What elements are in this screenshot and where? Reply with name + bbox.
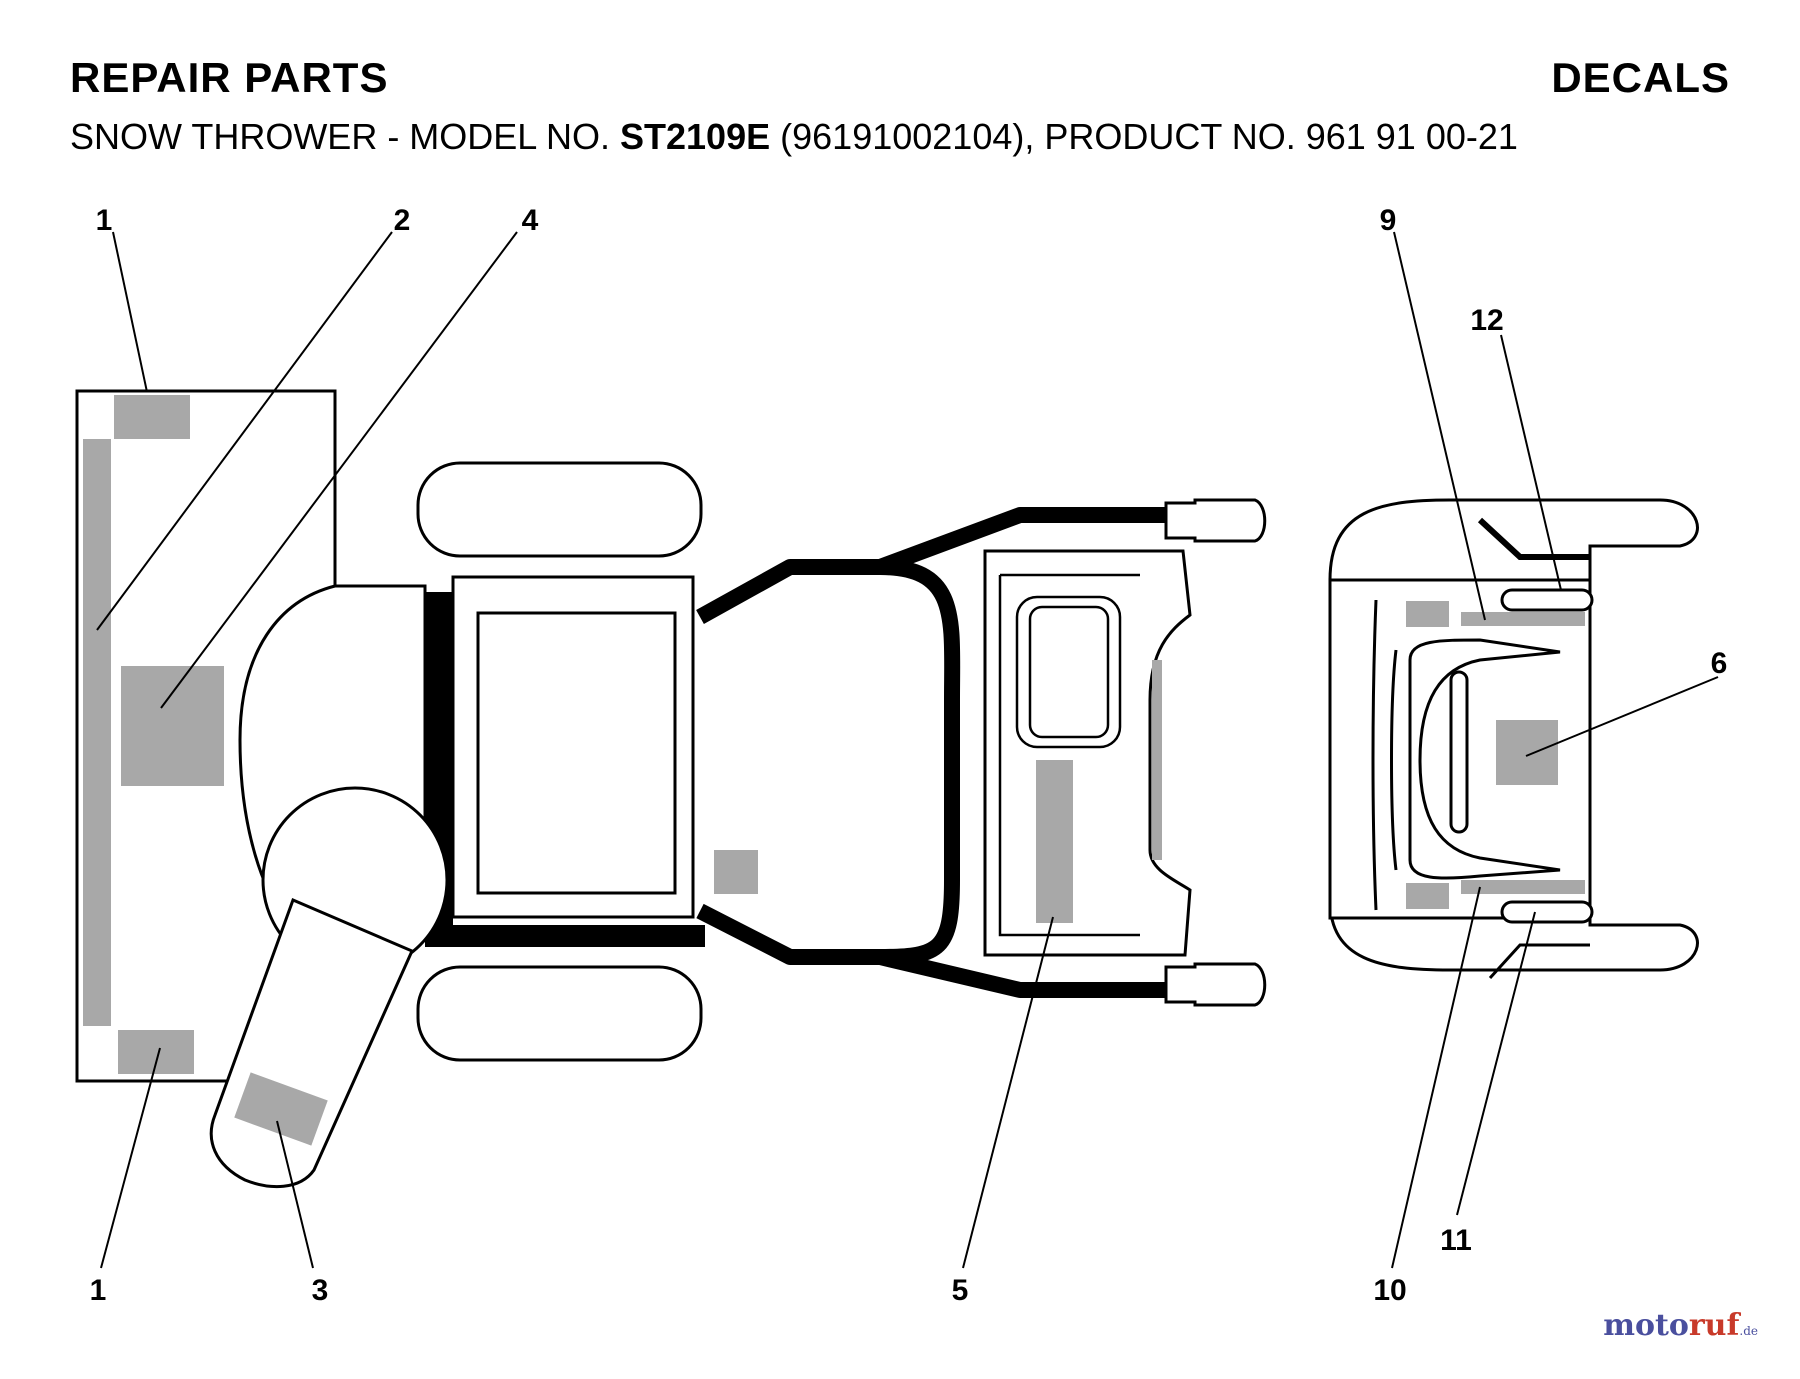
decal-10 — [1461, 880, 1585, 894]
decal-engine-side — [714, 850, 758, 894]
decal-3 — [234, 1072, 328, 1146]
engine-box-inner — [476, 611, 677, 895]
decal-1-bottom — [118, 1030, 194, 1074]
wheel-bottom — [416, 965, 703, 1062]
model-number: ST2109E — [620, 116, 771, 157]
rear-decals — [1406, 601, 1585, 909]
watermark-part1: moto — [1603, 1308, 1689, 1343]
callout-4: 4 — [522, 204, 539, 237]
callout-1-bottom: 1 — [90, 1274, 107, 1307]
page-title: REPAIR PARTS — [70, 54, 389, 101]
control-panel-inner — [998, 573, 1140, 937]
auger-decals — [83, 395, 224, 1074]
callout-11: 11 — [1440, 1224, 1472, 1257]
callout-6: 6 — [1711, 647, 1728, 680]
decal-6 — [1496, 720, 1558, 785]
watermark-part3: .de — [1739, 1324, 1758, 1338]
subtitle-suffix: (96191002104), PRODUCT NO. 961 91 00-21 — [780, 116, 1518, 157]
wheel-top — [416, 461, 703, 558]
decal-10-area — [1406, 883, 1449, 909]
frame-bar-bottom — [425, 925, 705, 947]
decal-9-area — [1406, 601, 1449, 627]
watermark-part2: ruf — [1688, 1308, 1740, 1343]
decal-4 — [121, 666, 224, 786]
callout-1-top: 1 — [96, 204, 113, 237]
decal-1-top — [114, 395, 190, 439]
handle-frame — [696, 507, 1170, 998]
handle-grips — [1164, 498, 1267, 1007]
decal-panel-edge — [1152, 660, 1162, 860]
callout-labels: 1 2 4 9 12 6 1 3 5 10 11 — [90, 204, 1728, 1307]
decal-5 — [1036, 760, 1073, 923]
leader-lines — [96, 231, 1719, 1269]
model-subtitle: SNOW THROWER - MODEL NO. ST2109E (961910… — [70, 116, 1518, 158]
callout-10: 10 — [1373, 1274, 1406, 1307]
callout-5: 5 — [952, 1274, 969, 1307]
subtitle-prefix: SNOW THROWER - MODEL NO. — [70, 116, 610, 157]
callout-9: 9 — [1380, 204, 1397, 237]
section-title: DECALS — [1551, 54, 1730, 101]
decal-strip-left — [83, 439, 111, 1026]
callout-12: 12 — [1470, 304, 1503, 337]
decal-9 — [1461, 612, 1585, 626]
callout-2: 2 — [394, 204, 411, 237]
callout-3: 3 — [312, 1274, 329, 1307]
watermark-logo: motoruf.de — [1603, 1308, 1758, 1343]
